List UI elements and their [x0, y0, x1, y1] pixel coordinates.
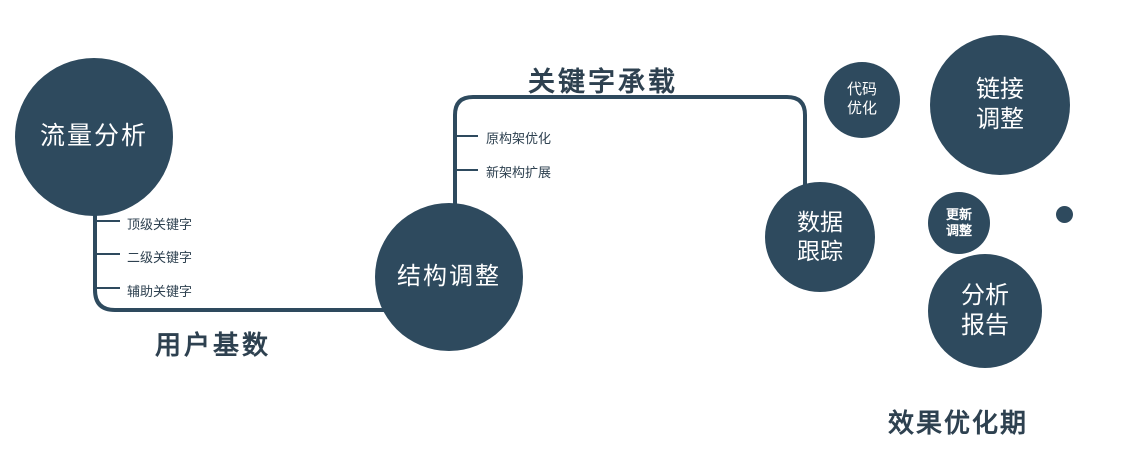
- node-structure-adjust-label: 结构调整: [397, 263, 501, 290]
- node-code-optimize: 代码优化: [824, 62, 900, 138]
- node-update-adjust: 更新调整: [928, 192, 990, 254]
- node-data-tracking-label: 数据跟踪: [797, 209, 843, 264]
- edge-label-user-base: 用户基数: [155, 330, 272, 360]
- traffic-branch-ticks: [95, 220, 120, 289]
- node-data-tracking: 数据跟踪: [765, 182, 875, 292]
- branch-label-top-keywords: 顶级关键字: [127, 217, 193, 232]
- node-link-adjust-label: 链接调整: [976, 76, 1024, 133]
- node-small-dot: [1056, 206, 1073, 223]
- node-analysis-report: 分析报告: [928, 254, 1042, 368]
- structure-branch-ticks: [455, 135, 478, 171]
- node-structure-adjust: 结构调整: [375, 203, 523, 351]
- edge-label-keyword-carry: 关键字承载: [528, 67, 678, 97]
- branch-label-new-framework: 新架构扩展: [486, 165, 552, 180]
- footer-label-effect-optimization: 效果优化期: [888, 408, 1029, 438]
- connector-traffic-structure: [93, 140, 420, 312]
- node-link-adjust: 链接调整: [930, 35, 1070, 175]
- branch-label-original-framework: 原构架优化: [486, 131, 552, 146]
- branch-label-auxiliary-keywords: 辅助关键字: [127, 284, 193, 299]
- node-update-adjust-label: 更新调整: [945, 206, 972, 238]
- node-analysis-report-label: 分析报告: [961, 282, 1009, 339]
- connector-structure-tracking: [453, 95, 807, 250]
- node-traffic-analysis: 流量分析: [15, 58, 173, 216]
- node-code-optimize-label: 代码优化: [846, 81, 877, 117]
- node-traffic-analysis-label: 流量分析: [39, 122, 148, 151]
- branch-label-secondary-keywords: 二级关键字: [127, 250, 193, 265]
